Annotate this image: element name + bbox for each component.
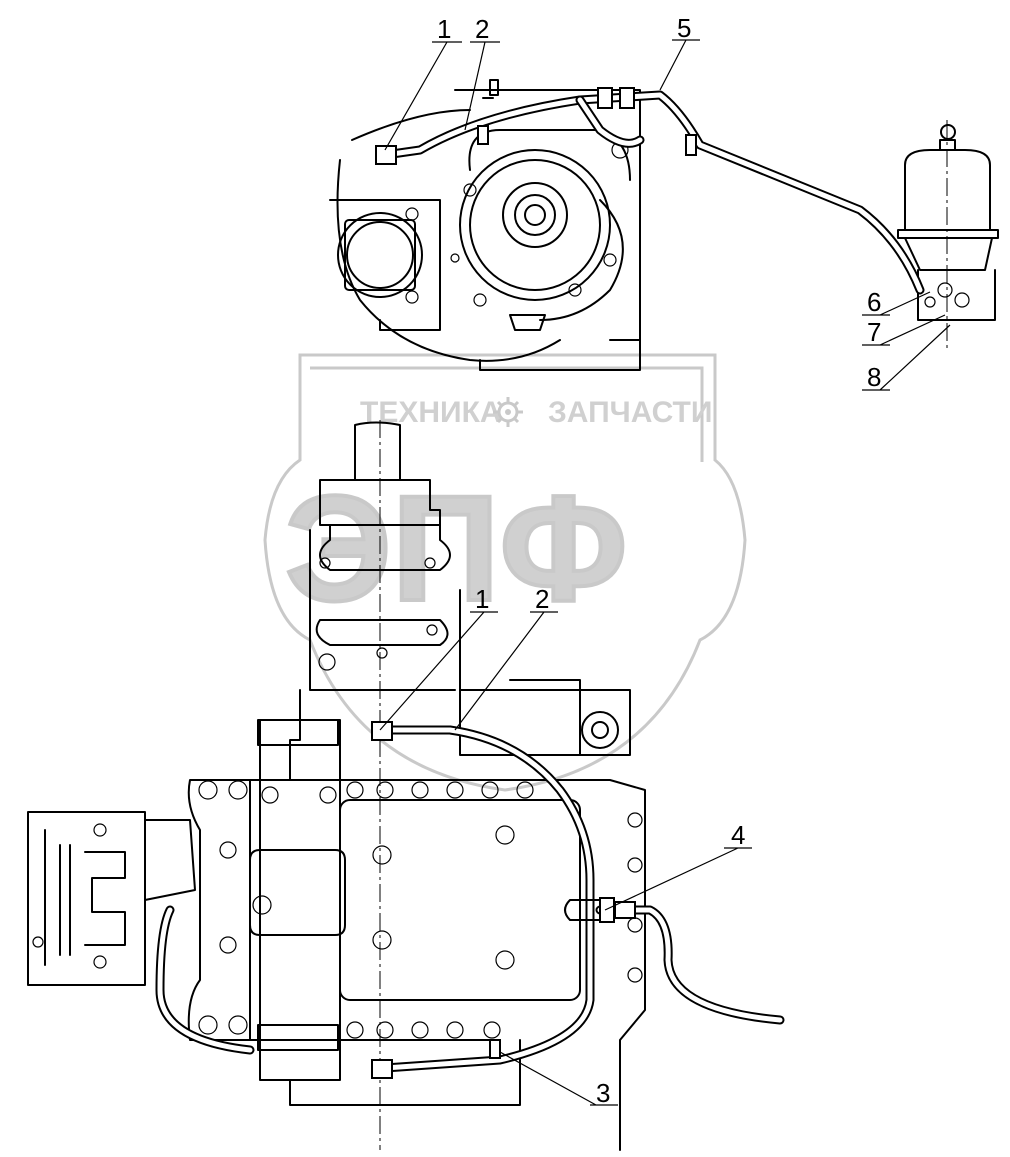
callout-5: 5 xyxy=(677,13,691,43)
left-bracket xyxy=(27,811,196,986)
callout-6: 6 xyxy=(867,287,881,317)
middle-assembly xyxy=(289,420,461,1150)
top-housing xyxy=(329,79,641,371)
gear-icon xyxy=(493,397,523,427)
watermark-text-left: ТЕХНИКА xyxy=(360,396,502,429)
watermark-text-right: ЗАПЧАСТИ xyxy=(548,396,712,429)
callout-7: 7 xyxy=(867,317,881,347)
callout-8: 8 xyxy=(867,362,881,392)
oil-filter xyxy=(897,120,999,350)
callout-4: 4 xyxy=(731,820,745,850)
top-pipes xyxy=(375,87,925,295)
callout-1-mid: 1 xyxy=(475,584,489,614)
callout-2-top: 2 xyxy=(475,14,489,44)
callout-2-mid: 2 xyxy=(535,584,549,614)
callouts: 1 2 5 6 7 8 1 2 4 3 xyxy=(437,13,881,1108)
callout-3: 3 xyxy=(596,1078,610,1108)
callout-1-top: 1 xyxy=(437,14,451,44)
leader-lines xyxy=(379,39,951,1106)
lower-pipes xyxy=(155,721,785,1079)
watermark-big-letters: ЭПФ xyxy=(285,464,628,632)
watermark: ТЕХНИКА ЗАПЧАСТИ ЭПФ xyxy=(263,353,747,792)
lower-block xyxy=(187,679,646,1151)
